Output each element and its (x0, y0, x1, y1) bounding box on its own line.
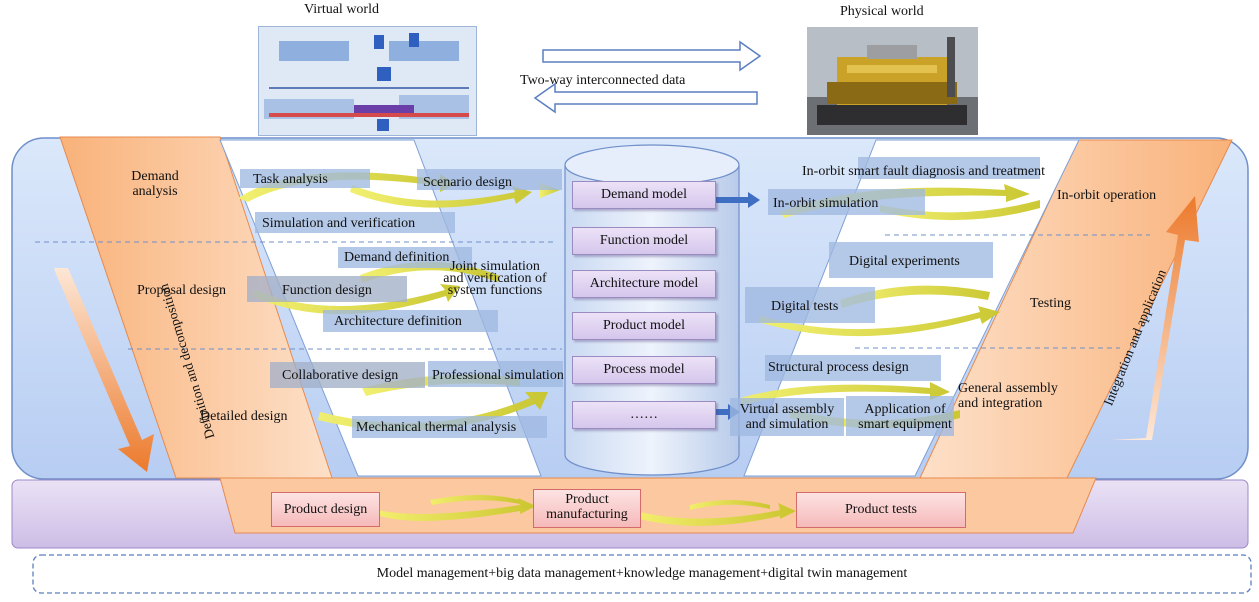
stage-demand-analysis: Demand analysis (131, 169, 179, 199)
stage-in-orbit-operation: In-orbit operation (1057, 188, 1157, 203)
scenario-design-label: Scenario design (423, 175, 513, 190)
demand-definition-box (338, 247, 472, 268)
stage-testing: Testing (1030, 296, 1072, 311)
virtual-world-image (258, 26, 477, 136)
smart-equipment-box (846, 396, 954, 436)
model-architecture: Architecture model (572, 270, 716, 298)
fault-diagnosis-box (858, 157, 1040, 179)
virtual-world-label: Virtual world (304, 2, 379, 17)
stage-proposal-design: Proposal design (137, 283, 227, 298)
in-orbit-simulation-label: In-orbit simulation (773, 196, 879, 211)
model-function: Function model (572, 227, 716, 255)
in-orbit-simulation-box (768, 189, 925, 215)
management-label: Model management+big data management+kno… (376, 566, 908, 581)
model-product: Product model (572, 312, 716, 340)
product-tests-box: Product tests (796, 492, 966, 528)
collaborative-design-box (270, 362, 425, 388)
function-design-box (247, 276, 407, 302)
physical-world-label: Physical world (840, 4, 924, 19)
product-design-box: Product design (271, 492, 380, 527)
model-demand: Demand model (572, 181, 716, 209)
collaborative-design-label: Collaborative design (282, 368, 399, 383)
fault-diagnosis-label: In-orbit smart fault diagnosis and treat… (802, 164, 1045, 179)
model-process: Process model (572, 356, 716, 384)
product-manufacturing-box: Product manufacturing (533, 489, 641, 528)
virtual-assembly-box (730, 398, 844, 436)
stage-detailed-design: Detailed design (200, 409, 288, 424)
model-more: …… (572, 401, 716, 429)
function-design-label: Function design (282, 283, 372, 298)
two-way-data-label: Two-way interconnected data (520, 73, 686, 88)
demand-definition-label: Demand definition (344, 250, 450, 265)
stage-general-assembly: General assembly and integration (958, 381, 1058, 411)
mechanical-thermal-box (352, 416, 547, 438)
digital-experiments-box (829, 242, 993, 278)
structural-process-box (765, 355, 941, 381)
digital-experiments-label: Digital experiments (849, 254, 960, 269)
joint-simulation-label: Joint simulation and verification of sys… (443, 259, 547, 298)
structural-process-label: Structural process design (768, 360, 909, 375)
digital-tests-label: Digital tests (771, 299, 839, 314)
mechanical-thermal-label: Mechanical thermal analysis (356, 420, 517, 435)
physical-world-photo (807, 27, 978, 135)
scenario-design-box (417, 169, 562, 190)
professional-simulation-label: Professional simulation (432, 368, 564, 383)
digital-tests-box (745, 287, 875, 323)
professional-simulation-box (428, 361, 563, 387)
task-analysis-box (240, 169, 370, 188)
simulation-verification-label: Simulation and verification (262, 216, 416, 231)
smart-equipment-label: Application of smart equipment (858, 402, 952, 432)
task-analysis-label: Task analysis (253, 172, 328, 187)
architecture-definition-label: Architecture definition (334, 314, 462, 329)
architecture-definition-box (323, 310, 498, 332)
simulation-verification-box (255, 212, 455, 233)
virtual-assembly-label: Virtual assembly and simulation (739, 402, 835, 432)
